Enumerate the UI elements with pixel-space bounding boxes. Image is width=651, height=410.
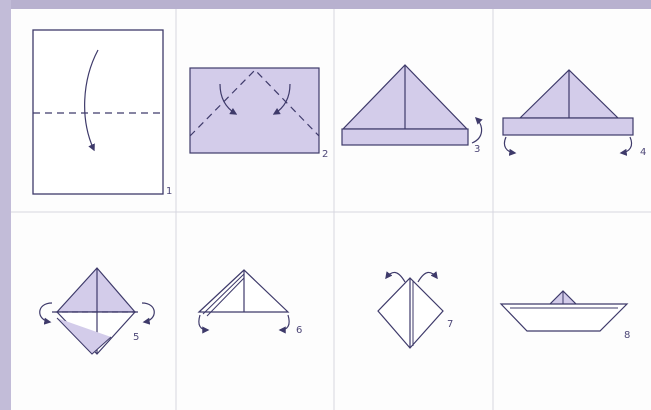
step-5-upper-half [55,267,137,313]
step-6-panel: 6 [197,269,302,336]
step-6-right-arrow [278,314,290,334]
step-5-right-arrow [141,302,155,325]
step-8-number: 8 [624,330,630,341]
step-6-layer-line-1 [202,273,245,315]
step-3-brim [341,128,469,146]
step-7-right-arrow [417,271,438,283]
step-4-number: 4 [640,147,646,158]
step-5-number: 5 [133,332,139,343]
step-4-panel: 4 [502,69,646,158]
step-4-left-arrow [503,136,517,156]
step-6-left-arrow [198,314,210,334]
step-1-fold-arrow [84,49,99,152]
step-5-front-layer [56,317,112,355]
step-8-panel: 8 [499,290,630,341]
panel-grid [11,9,651,410]
step-3-panel: 3 [341,64,483,155]
step-4-right-arrow [619,136,633,156]
step-1-panel: 1 [32,29,172,197]
step-6-number: 6 [296,325,302,336]
step-2-right-arrow [272,83,291,115]
top-border [0,0,651,9]
left-border [0,0,11,410]
step-6-layer-line-2 [206,277,245,317]
step-2-panel: 2 [189,67,328,160]
step-5-panel: 5 [39,267,155,355]
step-2-fold-lines [189,69,320,137]
step-5-left-arrow [39,302,53,325]
step-2-left-arrow [219,83,238,115]
step-7-panel: 7 [377,271,453,349]
step-1-paper [32,29,164,195]
step-4-brim [502,117,634,136]
step-2-paper [189,67,320,154]
step-8-hull [499,303,629,332]
step-3-number: 3 [474,144,480,155]
step-3-fold-arrow [471,116,483,144]
step-7-number: 7 [447,319,453,330]
step-2-number: 2 [322,149,328,160]
step-1-number: 1 [166,186,172,197]
step-7-left-arrow [385,271,406,283]
